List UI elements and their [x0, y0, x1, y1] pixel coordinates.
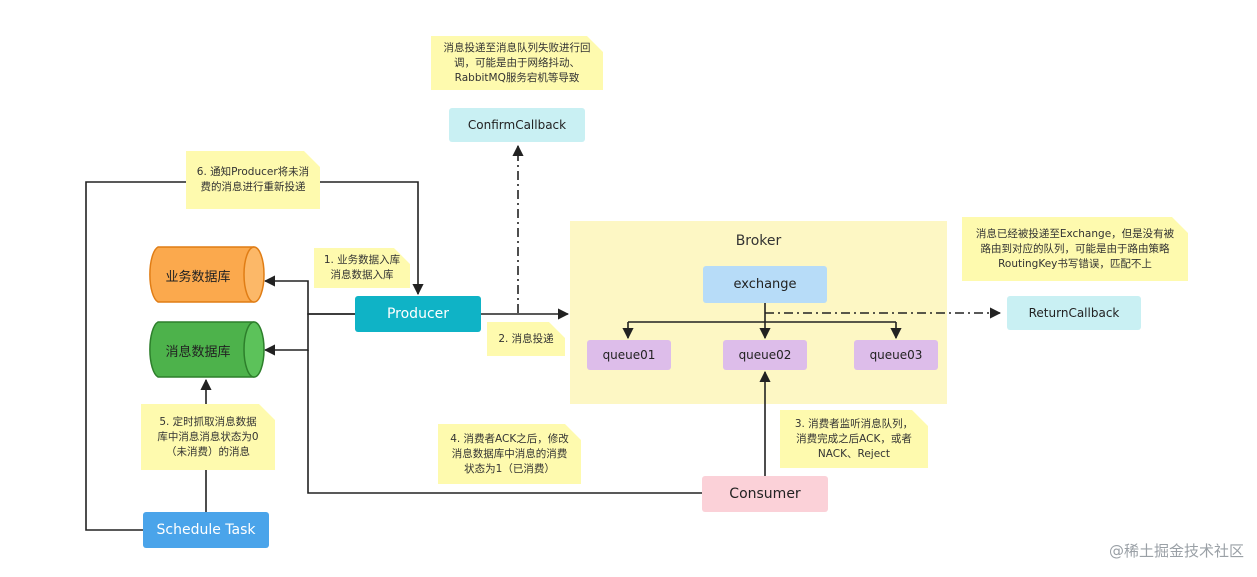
return-callback-node[interactable]: ReturnCallback: [1007, 296, 1141, 330]
schedule-task-node[interactable]: Schedule Task: [143, 512, 269, 548]
message-db-cylinder: [149, 321, 265, 378]
step5-note: 5. 定时抓取消息数据 库中消息消息状态为0 （未消费）的消息: [141, 404, 275, 470]
queue02-node[interactable]: queue02: [723, 340, 807, 370]
producer-to-message-db-line: [263, 313, 355, 356]
consumer-to-message-db-line: [307, 350, 702, 494]
confirm-callback-node[interactable]: ConfirmCallback: [449, 108, 585, 142]
business-db-cylinder: [149, 246, 265, 303]
consumer-node[interactable]: Consumer: [702, 476, 828, 512]
queue01-node[interactable]: queue01: [587, 340, 671, 370]
return-callback-note: 消息已经被投递至Exchange，但是没有被 路由到对应的队列，可能是由于路由策…: [962, 217, 1188, 281]
step4-note: 4. 消费者ACK之后，修改 消息数据库中消息的消费 状态为1（已消费）: [438, 424, 581, 484]
confirm-callback-note: 消息投递至消息队列失败进行回 调，可能是由于网络抖动、 RabbitMQ服务宕机…: [431, 36, 603, 90]
step6-note: 6. 通知Producer将未消 费的消息进行重新投递: [186, 151, 320, 209]
schedule-to-producer-line: [85, 181, 424, 531]
message-db-label: 消息数据库: [165, 345, 231, 360]
broker-label: Broker: [735, 233, 782, 249]
step2-note: 2. 消息投递: [487, 322, 565, 356]
watermark-text: @稀土掘金技术社区: [1108, 542, 1244, 560]
step1-note: 1. 业务数据入库 消息数据入库: [314, 248, 410, 288]
step3-note: 3. 消费者监听消息队列， 消费完成之后ACK，或者 NACK、Reject: [780, 410, 928, 468]
queue03-node[interactable]: queue03: [854, 340, 938, 370]
exchange-node[interactable]: exchange: [703, 266, 827, 303]
producer-node[interactable]: Producer: [355, 296, 481, 332]
business-db-label: 业务数据库: [165, 270, 231, 285]
